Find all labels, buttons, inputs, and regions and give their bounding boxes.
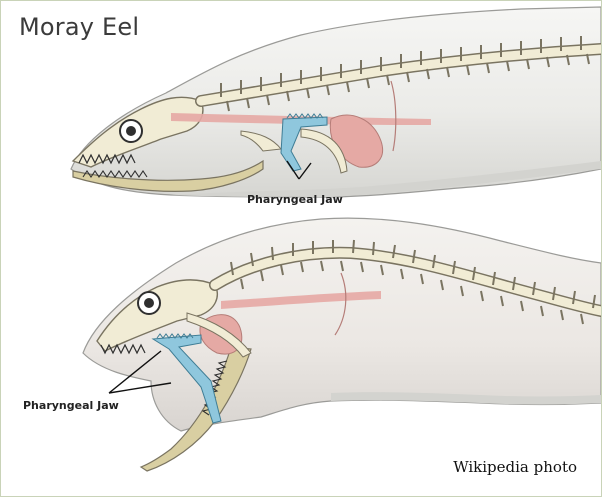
bottom-pharyngeal-jaw-label: Pharyngeal Jaw xyxy=(23,399,119,412)
top-pupil xyxy=(126,126,136,136)
bottom-pupil xyxy=(144,298,154,308)
top-eel-body xyxy=(71,7,601,197)
top-eel xyxy=(71,7,601,197)
photo-credit: Wikipedia photo xyxy=(453,458,577,476)
bottom-eel xyxy=(83,218,601,471)
top-pharyngeal-jaw-label: Pharyngeal Jaw xyxy=(247,193,343,206)
diagram-title: Moray Eel xyxy=(19,13,139,41)
